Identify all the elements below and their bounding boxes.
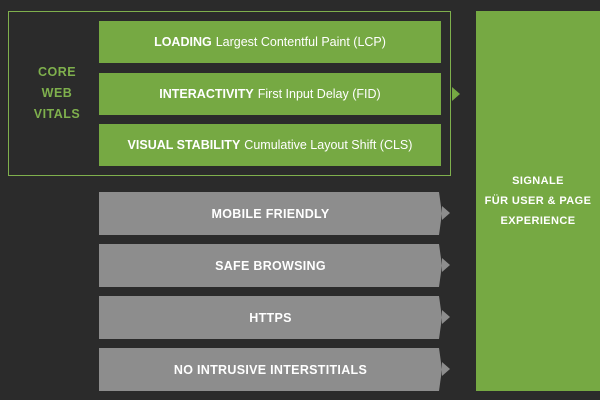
signal-box-mobile-friendly: MOBILE FRIENDLY bbox=[99, 192, 442, 235]
signal-label: MOBILE FRIENDLY bbox=[211, 206, 330, 221]
metric-name-lcp: Largest Contentful Paint (LCP) bbox=[215, 35, 386, 49]
arrow-right-icon bbox=[442, 362, 450, 376]
arrow-right-icon bbox=[442, 206, 450, 220]
signal-label: NO INTRUSIVE INTERSTITIALS bbox=[173, 362, 368, 377]
metric-name-cls: Cumulative Layout Shift (CLS) bbox=[244, 138, 413, 152]
metric-box-fid: INTERACTIVITY First Input Delay (FID) bbox=[99, 73, 441, 115]
target-line-2: FÜR USER & PAGE bbox=[484, 195, 592, 207]
signal-box-no-intrusive-interstitials: NO INTRUSIVE INTERSTITIALS bbox=[99, 348, 442, 391]
arrow-right-icon bbox=[442, 258, 450, 272]
arrow-right-icon bbox=[442, 310, 450, 324]
metric-category-loading: LOADING bbox=[154, 35, 212, 49]
signal-box-https: HTTPS bbox=[99, 296, 442, 339]
metric-category-interactivity: INTERACTIVITY bbox=[159, 87, 254, 101]
signal-label: HTTPS bbox=[249, 310, 292, 325]
label-line-core: CORE bbox=[37, 65, 77, 79]
metric-box-lcp: LOADING Largest Contentful Paint (LCP) bbox=[99, 21, 441, 63]
metric-category-visual-stability: VISUAL STABILITY bbox=[127, 138, 241, 152]
target-line-1: SIGNALE bbox=[512, 175, 564, 187]
arrow-right-icon bbox=[452, 87, 460, 101]
label-line-web: WEB bbox=[41, 86, 73, 100]
signal-box-safe-browsing: SAFE BROWSING bbox=[99, 244, 442, 287]
core-web-vitals-label: CORE WEB VITALS bbox=[20, 62, 94, 125]
metric-name-fid: First Input Delay (FID) bbox=[257, 87, 381, 101]
signal-label: SAFE BROWSING bbox=[215, 258, 326, 273]
target-line-3: EXPERIENCE bbox=[500, 215, 576, 227]
page-experience-signals-box: SIGNALE FÜR USER & PAGE EXPERIENCE bbox=[476, 11, 600, 391]
core-web-vitals-group bbox=[8, 11, 451, 176]
label-line-vitals: VITALS bbox=[33, 107, 81, 121]
metric-box-cls: VISUAL STABILITY Cumulative Layout Shift… bbox=[99, 124, 441, 166]
